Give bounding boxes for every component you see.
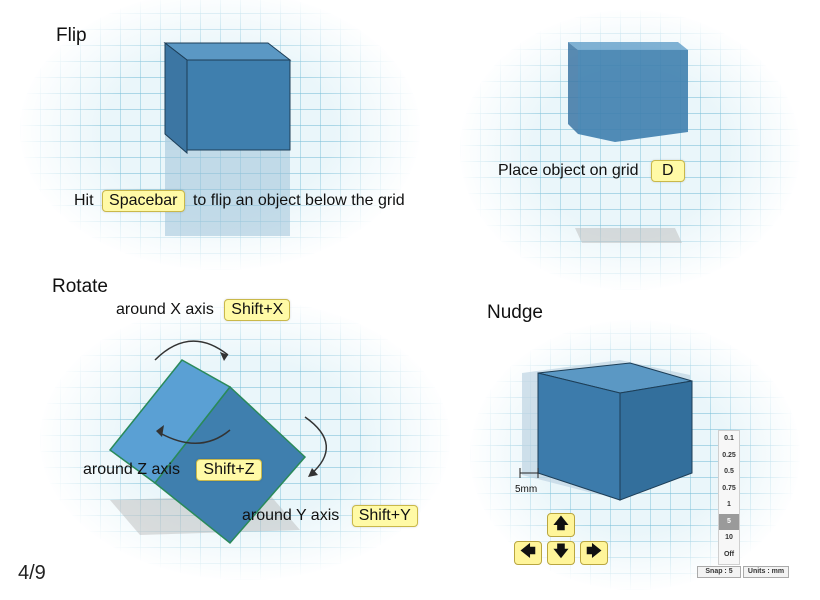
snap-option-selected[interactable]: 5 (719, 513, 739, 530)
place-cube-illustration (568, 42, 688, 243)
snap-option[interactable]: 0.75 (722, 484, 736, 492)
rotate-y-label: around Y axis (242, 507, 340, 524)
snap-option[interactable]: 0.1 (724, 435, 734, 442)
flip-instruction: Hit Spacebar to flip an object below the… (74, 190, 405, 212)
rotate-x-instruction: around X axis Shift+X (116, 299, 291, 321)
snap-option[interactable]: 10 (725, 534, 733, 541)
snap-options-panel: 0.1 0.25 0.5 0.75 1 5 10 Off (718, 430, 740, 565)
rotate-y-instruction: around Y axis Shift+Y (242, 505, 418, 527)
shift-x-key: Shift+X (224, 299, 291, 321)
flip-text-after: to flip an object below the grid (192, 192, 405, 209)
page-indicator: 4/9 (18, 562, 46, 584)
rotate-title: Rotate (52, 276, 108, 297)
rotate-grid-background (40, 300, 450, 580)
snap-option[interactable]: Off (723, 550, 735, 558)
rotate-x-label: around X axis (116, 301, 214, 318)
shift-y-key: Shift+Y (351, 505, 418, 527)
nudge-title: Nudge (487, 302, 543, 323)
snap-button[interactable]: Snap : 5 (697, 566, 741, 578)
shift-z-key: Shift+Z (196, 459, 262, 481)
down-arrow-icon: 🡇 (553, 542, 569, 560)
snap-option[interactable]: 0.25 (722, 451, 736, 459)
right-arrow-icon: 🡆 (586, 542, 602, 560)
units-button[interactable]: Units : mm (743, 566, 789, 578)
nudge-measure-label: 5mm (515, 484, 538, 495)
snap-option[interactable]: 1 (727, 501, 731, 508)
nudge-cube-illustration (519, 360, 693, 501)
up-arrow-key[interactable]: 🡅 (547, 513, 575, 537)
place-text: Place object on grid (498, 162, 639, 179)
flip-title: Flip (56, 25, 87, 46)
d-key: D (650, 160, 685, 182)
rotate-z-label: around Z axis (83, 461, 180, 478)
flip-text-before: Hit (74, 192, 94, 209)
left-arrow-key[interactable]: 🡄 (514, 541, 542, 565)
left-arrow-icon: 🡄 (520, 542, 536, 560)
snap-option[interactable]: 0.5 (724, 468, 734, 475)
up-arrow-icon: 🡅 (553, 514, 569, 532)
rotate-z-instruction: around Z axis Shift+Z (83, 459, 262, 481)
spacebar-key: Spacebar (102, 190, 185, 212)
right-arrow-key[interactable]: 🡆 (580, 541, 608, 565)
place-instruction: Place object on grid D (498, 160, 685, 182)
down-arrow-key[interactable]: 🡇 (547, 541, 575, 565)
flip-cube-illustration (163, 41, 292, 236)
